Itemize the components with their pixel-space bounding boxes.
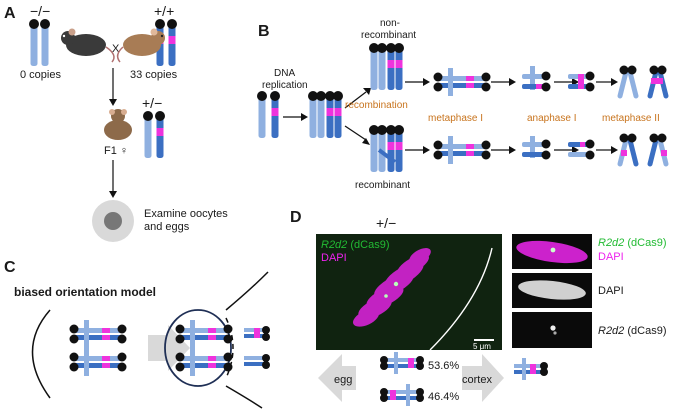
metaphase-ii-top [617, 65, 669, 99]
micrograph-main: 5 μm R2d2 (dCas9) DAPI [316, 234, 502, 351]
metaphase-ii-label: metaphase II [602, 113, 660, 124]
percentage-top: 53.6% [428, 360, 459, 372]
cortex-side-chromosomes [514, 358, 548, 380]
inset-merged [512, 234, 592, 269]
arrow-replication [301, 113, 308, 121]
anaphase-i-top [522, 66, 551, 92]
micrograph-gene-label: R2d2 (dCas9) [321, 239, 389, 251]
recombinant-label: recombinant [355, 180, 410, 191]
inset-dapi [512, 273, 592, 308]
f1-female-label: F1 ♀ [104, 145, 128, 157]
bivalent-metaphase-i-top [433, 68, 491, 96]
inset-r2d2 [512, 312, 592, 348]
metaphase-ii-bottom [617, 133, 669, 167]
copies-zero-label: 0 copies [20, 69, 61, 81]
panel-d-letter: D [290, 209, 302, 226]
cortex-dashed [225, 317, 234, 379]
orientation-top [380, 352, 424, 374]
panel-b: B DNA replication non- recombinant [257, 18, 669, 191]
chromosome-pair-f1 [143, 111, 165, 158]
panel-d: D +/− 5 μm R2d2 (dCas9) DAPI [290, 209, 666, 406]
copies-33-label: 33 copies [130, 69, 178, 81]
panel-a-letter: A [4, 5, 16, 22]
segregated-chromosomes [244, 326, 270, 369]
nonrecombinant-line2: recombinant [361, 30, 416, 41]
bivalent-c-2 [69, 348, 127, 376]
chromosome-pair-null [29, 19, 50, 66]
bivalent-metaphase-i-bottom [433, 136, 491, 164]
genotype-heterozygous: +/− [376, 215, 396, 231]
examine-label-line2: and eggs [144, 221, 190, 233]
recombination-label: recombination [345, 100, 408, 111]
arrow-to-oocyte-head [109, 191, 117, 198]
percentage-bottom: 46.4% [428, 391, 459, 403]
arrow-to-f1-head [109, 99, 117, 106]
anaphase-i-bottom-b [568, 139, 595, 160]
scale-bar-label: 5 μm [473, 342, 491, 351]
transition-arrow [148, 325, 190, 371]
orientation-bottom [380, 384, 424, 406]
panel-b-letter: B [258, 23, 270, 40]
examine-label-line1: Examine oocytes [144, 208, 228, 220]
recombinant-chromatids [369, 125, 404, 172]
egg-arrow [318, 354, 356, 402]
dna-label-line1: DNA [274, 68, 295, 79]
chromosomes-after-replication [308, 91, 343, 138]
panel-a: A −/− +/+ X 0 copies 33 [4, 3, 228, 242]
chromosomes-before-replication [257, 91, 280, 138]
panel-c-title: biased orientation model [14, 285, 156, 299]
cortex-arrow [462, 354, 504, 402]
nonrecombinant-line1: non- [380, 18, 400, 29]
panel-c: C biased orientation model [4, 259, 270, 409]
anaphase-i-top-b [568, 71, 595, 92]
micrograph-dapi-label: DAPI [321, 252, 347, 264]
genotype-f1: +/− [142, 95, 162, 111]
gray-gene-label: R2d2 (dCas9) [598, 325, 666, 337]
cortex-line [429, 247, 493, 351]
gray-dapi-label: DAPI [598, 285, 624, 297]
metaphase-i-label: metaphase I [428, 113, 483, 124]
panel-c-letter: C [4, 259, 16, 276]
mouse-black-icon [61, 28, 115, 63]
spindle-oval [164, 309, 232, 387]
dna-label-line2: replication [262, 80, 308, 91]
genotype-plus-plus: +/+ [154, 3, 174, 19]
mouse-brown-icon [116, 28, 165, 63]
egg-arrow-label: egg [334, 374, 352, 386]
cell-cortex-arc-left [31, 309, 51, 399]
anaphase-i-label: anaphase I [527, 113, 577, 124]
genotype-minus-minus: −/− [30, 3, 50, 19]
cross-symbol: X [112, 43, 120, 55]
inset-gene-label: R2d2 (dCas9) [598, 237, 666, 249]
anaphase-i-bottom [522, 136, 551, 160]
inset-dapi-label: DAPI [598, 251, 624, 263]
mouse-f1-icon [104, 109, 132, 140]
nonrecombinant-chromatids [369, 43, 404, 90]
cortex-arrow-label: cortex [462, 374, 492, 386]
bivalent-c-1 [69, 320, 127, 348]
oocyte-icon [92, 200, 134, 242]
